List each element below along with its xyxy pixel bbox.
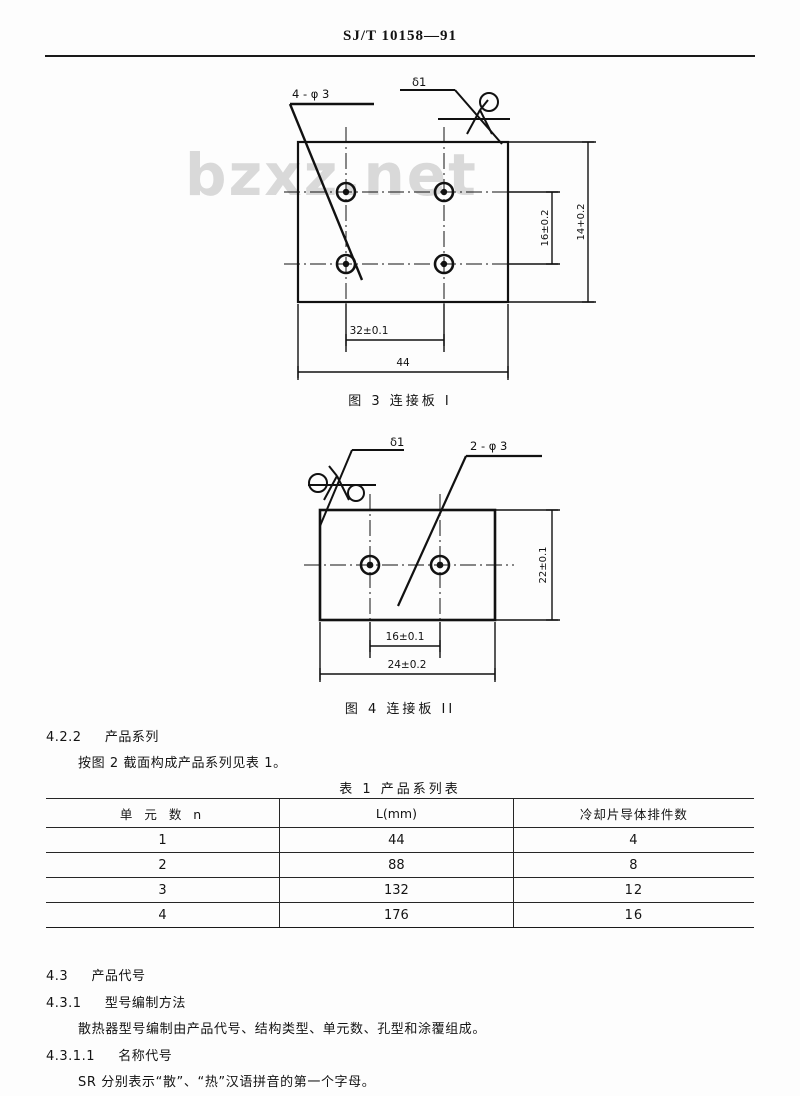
cell-unit-count: 1	[46, 827, 280, 853]
section-4311-title: 名称代号	[118, 1049, 173, 1064]
figure-4-drawing: δ1 2 - φ 3 16±0.1 24±0.2 22±0.1	[280, 435, 700, 688]
figure-3-roughness-callout: δ1	[412, 75, 426, 89]
cell-cooling-fins: 16	[513, 902, 754, 928]
table-header-length: L(mm)	[279, 798, 514, 828]
figure-4-hole-callout: 2 - φ 3	[470, 439, 507, 453]
section-431-body: 散热器型号编制由产品代号、结构类型、单元数、孔型和涂覆组成。	[78, 1022, 487, 1037]
figure-3-dim-hole-height: 16±0.2	[540, 209, 551, 246]
section-43-number: 4.3	[46, 969, 69, 984]
table-row: 3 132 12	[46, 877, 754, 903]
section-422-number: 4.2.2	[46, 730, 82, 745]
figure-4-dim-hole-pitch: 16±0.1	[386, 631, 425, 643]
cell-unit-count: 3	[46, 877, 280, 903]
section-431-title: 型号编制方法	[104, 996, 186, 1011]
product-series-table: 单 元 数 n L(mm) 冷却片导体排件数 1 44 4 2 88 8 3 1…	[46, 798, 754, 928]
table-row: 2 88 8	[46, 852, 754, 878]
cell-length: 176	[279, 902, 514, 928]
figure-3-dim-width: 44	[396, 357, 410, 369]
figure-4-roughness-callout: δ1	[390, 435, 404, 449]
table-row: 1 44 4	[46, 827, 754, 853]
table-header-cooling-fins: 冷却片导体排件数	[513, 798, 754, 828]
section-431-number: 4.3.1	[46, 996, 82, 1011]
cell-cooling-fins: 8	[513, 852, 754, 878]
section-431-heading: 4.3.1 型号编制方法	[46, 992, 186, 1011]
figure-4-dim-height: 22±0.1	[538, 546, 549, 583]
figure-4-dim-width: 24±0.2	[388, 659, 427, 671]
cell-length: 44	[279, 827, 514, 853]
header-divider	[45, 55, 755, 57]
section-4311-number: 4.3.1.1	[46, 1049, 95, 1064]
figure-3-caption: 图 3 连接板 I	[348, 394, 452, 409]
section-43-title: 产品代号	[91, 969, 146, 984]
cell-length: 132	[279, 877, 514, 903]
section-4311-heading: 4.3.1.1 名称代号	[46, 1045, 172, 1064]
section-422-heading: 4.2.2 产品系列	[46, 726, 159, 745]
figure-3-drawing: 4 - φ 3 δ1 32±0.1 44 16±0.2 14+0.2	[40, 72, 760, 382]
section-422-title: 产品系列	[104, 730, 159, 745]
section-4311-body: SR 分别表示“散”、“热”汉语拼音的第一个字母。	[78, 1075, 376, 1090]
section-422-body: 按图 2 截面构成产品系列见表 1。	[78, 756, 287, 771]
cell-cooling-fins: 4	[513, 827, 754, 853]
cell-unit-count: 4	[46, 902, 280, 928]
table-row: 4 176 16	[46, 902, 754, 928]
figure-3-dim-height: 14+0.2	[576, 203, 587, 240]
section-43-heading: 4.3 产品代号	[46, 965, 145, 984]
cell-unit-count: 2	[46, 852, 280, 878]
page-title: SJ/T 10158—91	[343, 28, 457, 44]
table-1-title: 表 1 产品系列表	[339, 782, 461, 797]
cell-cooling-fins: 12	[513, 877, 754, 903]
watermark: bzxz.net	[185, 141, 478, 209]
table-header-row: 单 元 数 n L(mm) 冷却片导体排件数	[46, 798, 754, 828]
cell-length: 88	[279, 852, 514, 878]
table-header-unit-count: 单 元 数 n	[46, 798, 280, 828]
figure-3-dim-hole-pitch: 32±0.1	[350, 325, 389, 337]
figure-3-hole-callout: 4 - φ 3	[292, 87, 329, 101]
figure-4-caption: 图 4 连接板 II	[344, 702, 456, 717]
